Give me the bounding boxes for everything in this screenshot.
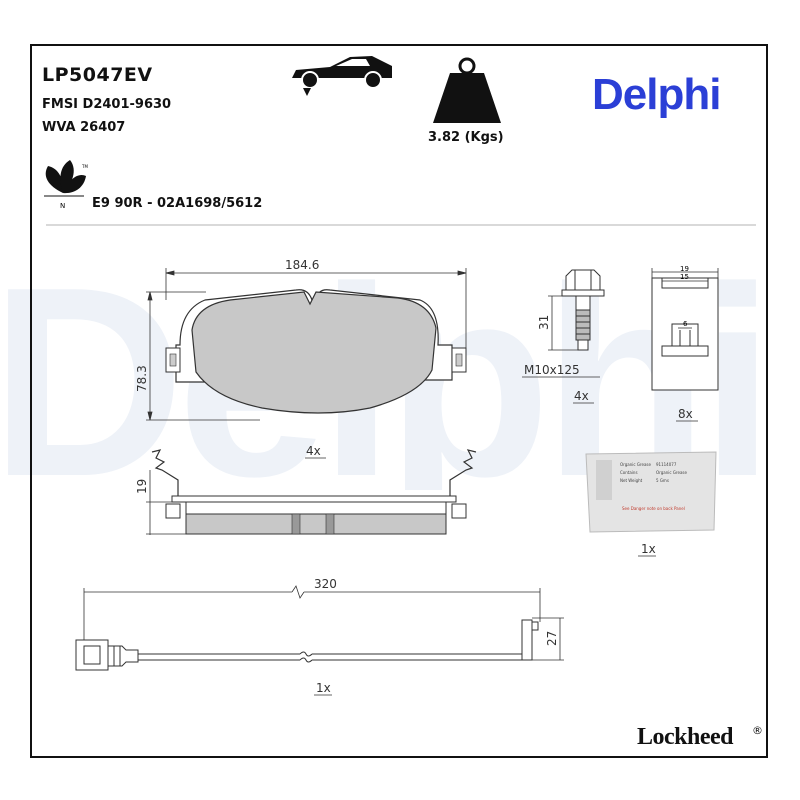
clip-tab-label: 6 — [683, 320, 688, 328]
pad-width-dimension — [165, 268, 467, 350]
fmsi-number: FMSI D2401-9630 — [42, 97, 172, 112]
pad-height-dimension — [146, 291, 260, 421]
clip-width-outer-label: 19 — [680, 265, 689, 273]
weight-icon — [433, 57, 501, 123]
pad-thickness-dimension — [146, 470, 186, 535]
sensor-length-dimension — [83, 585, 541, 640]
pad-width-label: 184.6 — [285, 258, 319, 272]
ece-approval: E9 90R - 02A1698/5612 — [92, 196, 263, 211]
eco-mark-letter: N — [60, 202, 65, 210]
bolt-length-dimension — [548, 295, 578, 351]
grease-sachet — [585, 451, 717, 533]
clip-width-dimension — [651, 268, 719, 329]
pad-qty-label: 4x — [306, 444, 321, 458]
sachet-row-3-value: 5 Gms — [656, 478, 669, 483]
clip-width-inner-label: 15 — [680, 273, 689, 281]
car-icon — [292, 56, 392, 96]
sachet-row-2-label: Contains — [620, 470, 638, 475]
grease-qty-label: 1x — [641, 542, 656, 556]
sensor-height-label: 27 — [545, 631, 559, 646]
sensor-qty-label: 1x — [316, 681, 331, 695]
wear-sensor-drawing — [75, 619, 539, 671]
delphi-logo: Delphi — [592, 70, 721, 119]
eco-leaves-icon — [44, 160, 86, 197]
brake-pad-front-view — [165, 289, 467, 414]
sensor-length-label: 320 — [314, 577, 337, 591]
pad-height-label: 78.3 — [135, 365, 149, 392]
bolt-drawing — [561, 269, 605, 351]
wva-number: WVA 26407 — [42, 120, 126, 135]
sensor-height-dimension — [532, 617, 564, 661]
sachet-row-1-value: 91114077 — [656, 462, 677, 467]
lockheed-logo: Lockheed — [637, 724, 734, 750]
sachet-row-3-label: Net Weight — [620, 478, 643, 483]
product-code: LP5047EV — [42, 64, 153, 86]
header-divider — [46, 224, 756, 226]
bolt-thread-label: M10x125 — [524, 363, 580, 377]
bolt-length-label: 31 — [537, 315, 551, 330]
datasheet-frame — [30, 44, 768, 758]
sachet-warning: See Danger note on back Panel — [622, 506, 685, 511]
clip-qty-label: 8x — [678, 407, 693, 421]
bolt-qty-label: 4x — [574, 389, 589, 403]
clip-drawing — [651, 277, 719, 391]
registered-mark: ® — [752, 724, 763, 737]
sachet-row-2-value: Organic Grease — [656, 470, 687, 475]
pad-thickness-label: 19 — [135, 479, 149, 494]
weight-value: 3.82 (Kgs) — [428, 130, 504, 145]
brake-pad-side-view — [151, 449, 477, 535]
eco-mark-tm: TM — [81, 164, 88, 169]
sachet-row-1-label: Organic Grease — [620, 462, 651, 467]
